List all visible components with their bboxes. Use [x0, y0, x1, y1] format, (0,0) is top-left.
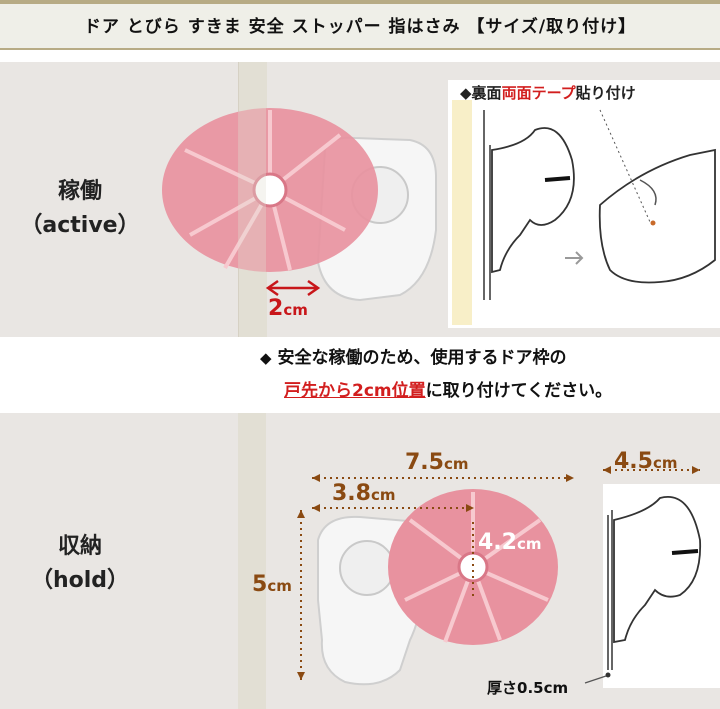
header-bar: ドア とびら すきま 安全 ストッパー 指はさみ 【サイズ/取り付け】 [0, 0, 720, 50]
active-label-ja: 稼働 [57, 179, 102, 204]
inset-caption: ◆裏面両面テープ貼り付け [460, 84, 636, 102]
width-total-dimension: 7.5cm [405, 450, 469, 475]
stopper-disc-hold [388, 489, 558, 645]
stopper-disc-active [162, 108, 378, 272]
hold-label: 収納 （hold） [0, 530, 160, 598]
thickness-dimension: 厚さ0.5cm [487, 679, 569, 697]
dotted-arrow-icon [300, 469, 700, 680]
install-note: ◆安全な稼働のため、使用するドア枠の 戸先から2cm位置に取り付けてください。 [260, 348, 613, 401]
page-title: ドア とびら すきま 安全 ストッパー 指はさみ 【サイズ/取り付け】 [83, 16, 637, 37]
diamond-icon: ◆ [260, 349, 272, 367]
header-accent-line [0, 0, 720, 4]
profile-inset-drawing [584, 484, 720, 688]
active-label: 稼働 （active） [0, 175, 160, 243]
depth-dimension: 4.5cm [614, 449, 678, 474]
disc-dimension: 4.2cm [478, 530, 542, 555]
active-label-en: （active） [20, 213, 140, 238]
double-arrow-icon [265, 279, 321, 297]
hold-label-en: （hold） [30, 568, 130, 593]
width-part-dimension: 3.8cm [332, 481, 396, 506]
hold-label-ja: 収納 [57, 534, 102, 559]
height-dimension: 5cm [252, 572, 292, 597]
gap-dimension: 2cm [268, 296, 308, 321]
mounting-inset-drawing [448, 80, 720, 328]
diamond-icon: ◆ [460, 84, 472, 102]
